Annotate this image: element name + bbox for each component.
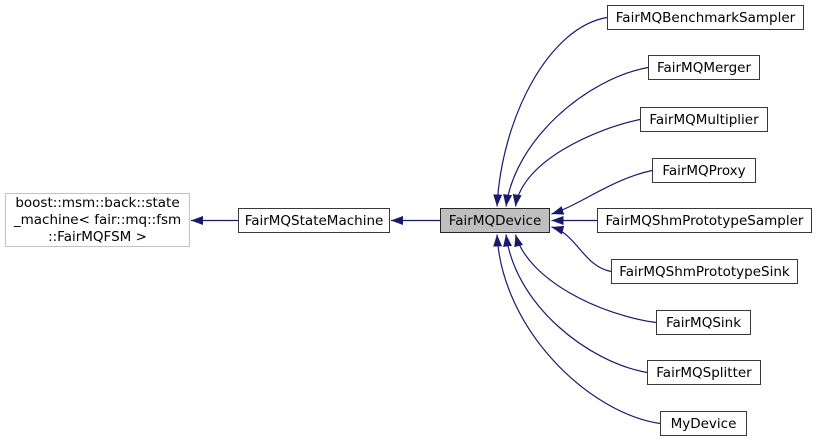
node-fairmqmerger[interactable]: FairMQMerger [648,55,760,80]
edge-shmprototypesink-to-device [551,225,612,273]
node-label: FairMQSplitter [656,364,752,381]
edge-mydevice-to-device [493,234,661,425]
edge-benchmarksampler-to-device [493,16,608,207]
node-fairmqshmprototypesink[interactable]: FairMQShmPrototypeSink [611,259,798,284]
edge-multiplier-to-device [512,118,641,207]
node-label: FairMQProxy [662,162,746,179]
node-fairmqbenchmarksampler[interactable]: FairMQBenchmarkSampler [607,5,804,30]
node-fairmqsplitter[interactable]: FairMQSplitter [647,360,761,385]
node-mydevice[interactable]: MyDevice [660,411,747,436]
node-fairmqmultiplier[interactable]: FairMQMultiplier [640,107,768,132]
node-label: FairMQBenchmarkSampler [615,9,796,26]
node-label: MyDevice [670,415,737,432]
edge-proxy-to-device [551,169,653,215]
node-label: FairMQSink [665,314,742,331]
node-label: FairMQShmPrototypeSampler [605,212,804,229]
edge-sink-to-device [514,234,657,324]
node-label-line: _machine< fair::mq::fsm [13,211,182,228]
node-fairmqdevice: FairMQDevice [440,208,550,233]
node-boost-msm-state-machine: boost::msm::back::state _machine< fair::… [5,193,190,247]
edge-merger-to-device [503,66,649,207]
node-label: FairMQMultiplier [649,111,759,128]
node-fairmqsink[interactable]: FairMQSink [656,310,751,335]
node-label-line: ::FairMQFSM > [48,228,147,245]
node-fairmqproxy[interactable]: FairMQProxy [652,158,756,183]
node-label-line: boost::msm::back::state [15,194,180,211]
node-label: FairMQDevice [448,212,542,229]
node-label: FairMQShmPrototypeSink [619,263,790,280]
edge-splitter-to-device [503,234,648,374]
node-label: FairMQMerger [656,59,752,76]
node-fairmqstatemachine[interactable]: FairMQStateMachine [238,208,390,233]
node-label: FairMQStateMachine [244,212,384,229]
node-fairmqshmprototypesampler[interactable]: FairMQShmPrototypeSampler [597,208,812,233]
